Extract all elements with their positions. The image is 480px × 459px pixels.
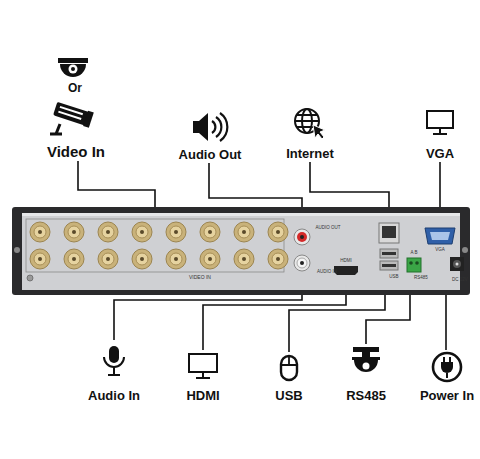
bnc-connector <box>166 249 186 269</box>
bnc-connector <box>166 222 186 242</box>
bnc-connector <box>98 249 118 269</box>
panel-marking: DC 12V <box>452 278 468 283</box>
bnc-connector <box>64 249 84 269</box>
microphone-icon <box>104 346 124 375</box>
panel-marking: RS485 <box>414 276 428 281</box>
callout-label: Video In <box>47 144 105 159</box>
ptz-camera-icon <box>352 347 380 372</box>
power-plug-icon <box>433 353 461 381</box>
bnc-connector <box>200 222 220 242</box>
monitor-icon <box>189 354 217 378</box>
bnc-connector <box>234 222 254 242</box>
panel-marking: AUDIO IN <box>317 270 337 275</box>
panel-marking: VGA <box>435 248 445 253</box>
dome-camera-icon <box>58 58 88 77</box>
callout-label: Power In <box>420 389 474 402</box>
callout-label: Audio In <box>88 389 140 402</box>
callout-label: Internet <box>286 147 334 160</box>
callout-label: Audio Out <box>179 148 242 161</box>
dc-jack <box>450 257 464 271</box>
panel-marking: USB <box>389 275 398 280</box>
panel-marking: A B <box>410 251 417 256</box>
audio-jacks <box>294 229 310 271</box>
callout-label: USB <box>275 389 302 402</box>
panel-marking: VIDEO IN <box>189 275 211 280</box>
rs485-terminal <box>407 258 421 272</box>
bnc-connector <box>30 222 50 242</box>
bnc-connector <box>200 249 220 269</box>
callout-label: VGA <box>426 147 454 160</box>
bnc-connector <box>64 222 84 242</box>
callout-label: Or <box>68 82 82 94</box>
dvr-back-panel <box>12 207 470 295</box>
bnc-connectors <box>30 222 288 269</box>
callout-label: HDMI <box>186 389 219 402</box>
callout-label: RS485 <box>346 389 386 402</box>
panel-marking: AUDIO OUT <box>315 226 340 231</box>
bnc-connector <box>30 249 50 269</box>
bnc-connector <box>132 222 152 242</box>
mouse-icon <box>281 356 297 380</box>
panel-marking: HDMI <box>340 259 352 264</box>
lan-usb-ports <box>379 223 399 270</box>
hdmi-port <box>334 266 358 275</box>
monitor-icon <box>427 111 453 134</box>
bnc-connector <box>268 222 288 242</box>
bnc-connector <box>132 249 152 269</box>
bnc-connector <box>98 222 118 242</box>
bnc-connector <box>268 249 288 269</box>
bullet-camera-icon <box>50 101 94 134</box>
speaker-icon <box>193 113 227 141</box>
vga-port <box>425 228 455 244</box>
bnc-connector <box>234 249 254 269</box>
globe-icon <box>295 109 325 139</box>
